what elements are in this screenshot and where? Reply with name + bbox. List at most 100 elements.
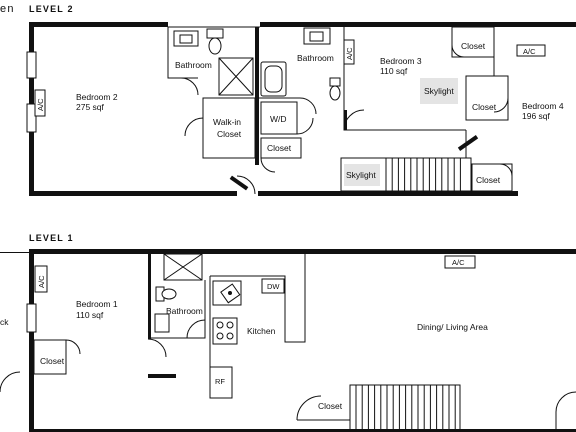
- door-swing-icon: [499, 163, 513, 177]
- stair-treads: [385, 158, 461, 191]
- sink-icon: [154, 313, 170, 333]
- door-leaf: [457, 135, 479, 151]
- bedroom-3-name: Bedroom 3: [380, 56, 422, 66]
- door-swing-icon: [236, 175, 256, 195]
- door-swing-icon: [65, 339, 81, 355]
- stair-closet-label: Closet: [318, 401, 343, 411]
- sink-basin-icon: [220, 283, 241, 304]
- door-swing-icon: [180, 77, 199, 96]
- window: [26, 51, 37, 79]
- refrigerator-icon: [209, 366, 233, 399]
- level-1-heading: LEVEL 1: [29, 233, 74, 243]
- wd-label: W/D: [270, 114, 287, 124]
- walk-in-closet-outline: [202, 97, 256, 159]
- door-swing-icon: [147, 338, 167, 358]
- skylight-stair-label: Skylight: [346, 170, 376, 180]
- exterior-wall-bottom: [258, 191, 518, 196]
- exterior-wall-top: [29, 22, 168, 27]
- bedroom-4-area: 196 sqf: [522, 111, 551, 121]
- skylight-room-label: Skylight: [424, 86, 454, 96]
- bedroom-4-name: Bedroom 4: [522, 101, 564, 111]
- level-2-heading: LEVEL 2: [29, 4, 74, 14]
- bathroom-b-label: Bathroom: [297, 53, 334, 63]
- toilet-tank-icon: [329, 77, 341, 87]
- shower-diagonal: [218, 57, 254, 96]
- sink-icon: [173, 30, 199, 47]
- hall-closet-outline: [260, 137, 302, 159]
- door-leaf: [344, 110, 347, 130]
- burner-icon: [226, 321, 234, 329]
- walk-in-label-line1: Walk-in: [213, 117, 241, 127]
- left-fragment-text: ck: [0, 317, 9, 327]
- bedroom-2-name: Bedroom 2: [76, 92, 118, 102]
- dishwasher-icon: [261, 278, 285, 294]
- burner-icon: [216, 321, 224, 329]
- ac-unit-icon: [516, 44, 546, 57]
- drain-icon: [228, 291, 232, 295]
- door-swing-icon: [493, 97, 509, 113]
- bedroom-1-closet-outline: [33, 339, 67, 375]
- l1-bathroom-label: Bathroom: [166, 306, 203, 316]
- partition-wall: [148, 374, 176, 378]
- bathtub-basin-icon: [264, 65, 283, 93]
- bathroom-a-label: Bathroom: [175, 60, 212, 70]
- ac-label: A/C: [523, 47, 536, 56]
- bedroom-4-closet-label: Closet: [472, 102, 497, 112]
- kitchen-label: Kitchen: [247, 326, 276, 336]
- door-swing-icon: [299, 97, 317, 115]
- burner-icon: [216, 332, 224, 340]
- burner-icon: [226, 332, 234, 340]
- wall-line: [151, 280, 206, 339]
- stair-outline: [340, 157, 472, 192]
- door-swing-icon: [296, 395, 322, 421]
- ac-label: A/C: [37, 275, 46, 288]
- walk-in-label-line2: Closet: [217, 129, 242, 139]
- stair-treads: [355, 385, 456, 432]
- bedroom-1-name: Bedroom 1: [76, 299, 118, 309]
- skylight-room: [420, 78, 458, 104]
- door-leaf: [229, 175, 249, 191]
- partition-wall: [255, 27, 259, 165]
- skylight-stair: [344, 164, 380, 186]
- partition-wall: [148, 254, 151, 339]
- stair-closet-label: Closet: [476, 175, 501, 185]
- toilet-icon: [208, 37, 222, 55]
- ac-unit-icon: [444, 255, 476, 269]
- hall-closet-label: Closet: [267, 143, 292, 153]
- ac-label: A/C: [36, 98, 45, 111]
- wall-stub: [0, 252, 29, 253]
- exterior-wall-top: [29, 249, 576, 254]
- door-swing-icon: [184, 117, 204, 137]
- exterior-wall-bottom: [29, 191, 237, 196]
- door-swing-icon: [555, 391, 576, 432]
- level-1-plan: LEVEL 1 ck A/C A/C Bedroom 1 110 sqf Clo…: [0, 233, 576, 432]
- washer-dryer-icon: [260, 101, 298, 135]
- level-2-plan: LEVEL 2 en A/C A/C A/C Bedroom 2 275 sqf…: [0, 3, 576, 196]
- sink-icon: [303, 27, 331, 45]
- shower-diagonal: [163, 253, 203, 281]
- door-swing-icon: [296, 117, 314, 135]
- dining-living-label: Dining/ Living Area: [417, 322, 488, 332]
- bedroom-2-area: 275 sqf: [76, 102, 105, 112]
- window: [26, 103, 37, 133]
- bedroom-1-area: 110 sqf: [76, 310, 104, 320]
- door-swing-icon: [451, 44, 465, 58]
- rf-label: RF: [215, 377, 225, 386]
- bedroom-3-area: 110 sqf: [380, 66, 408, 76]
- exterior-wall-left: [29, 249, 34, 432]
- bedroom-1-closet-label: Closet: [40, 356, 65, 366]
- ac-label: A/C: [345, 47, 354, 60]
- kitchen-counter-outline: [210, 254, 306, 343]
- corner-fragment-text: en: [0, 3, 15, 15]
- wall-line: [167, 27, 198, 79]
- door-swing-icon: [0, 371, 21, 393]
- exterior-wall-bottom: [29, 429, 576, 432]
- sink-basin-icon: [309, 31, 324, 42]
- stair-outline: [349, 384, 461, 432]
- door-swing-icon: [186, 319, 206, 339]
- dw-label: DW: [267, 282, 280, 291]
- ac-unit-icon: [34, 89, 46, 117]
- stair-closet-outline: [471, 163, 513, 192]
- ac-label: A/C: [452, 258, 465, 267]
